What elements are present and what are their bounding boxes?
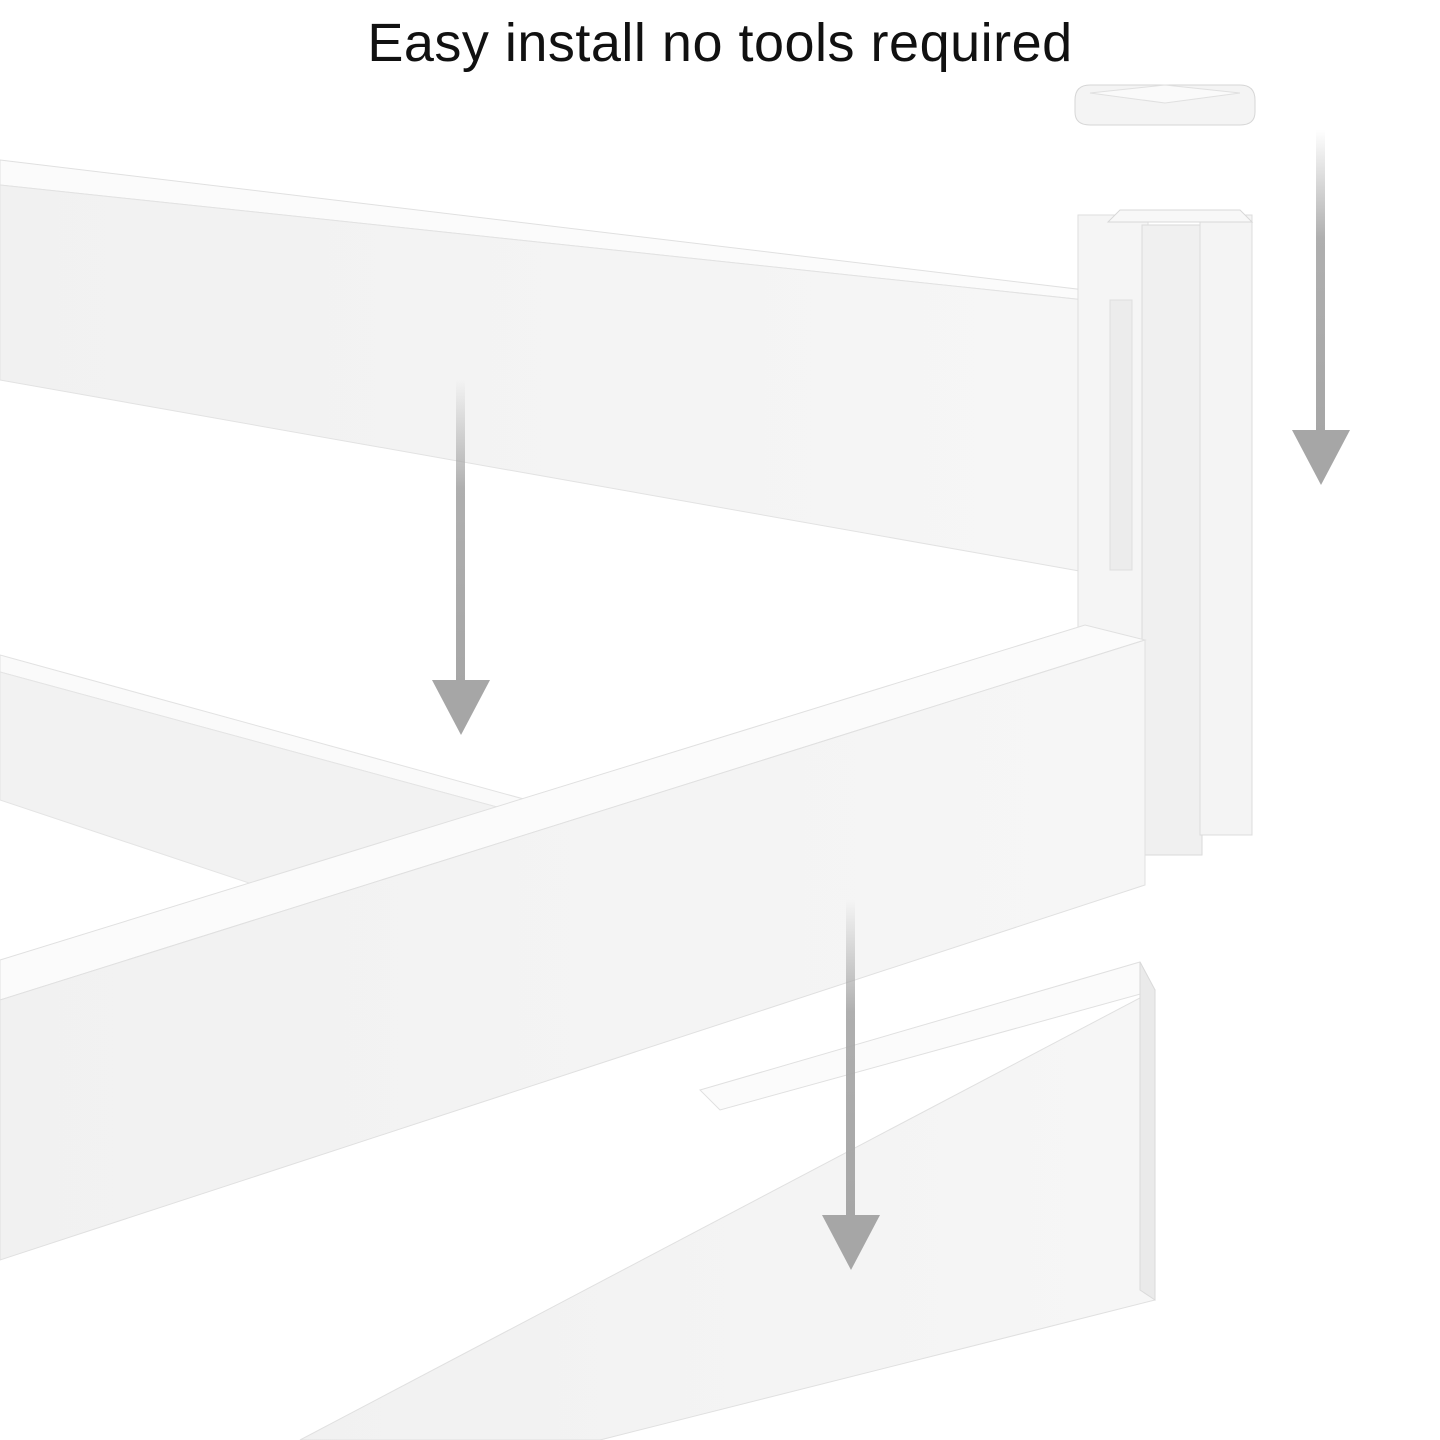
- front-rail: [0, 624, 1147, 1261]
- top-rail: [0, 159, 1086, 573]
- bottom-rail: [299, 961, 1156, 1440]
- caption-heading: Easy install no tools required: [367, 13, 1073, 73]
- post-cap: [1074, 84, 1256, 126]
- down-arrow-icon: [432, 380, 490, 735]
- down-arrow-icon: [822, 900, 880, 1270]
- down-arrow-icon: [1292, 130, 1350, 485]
